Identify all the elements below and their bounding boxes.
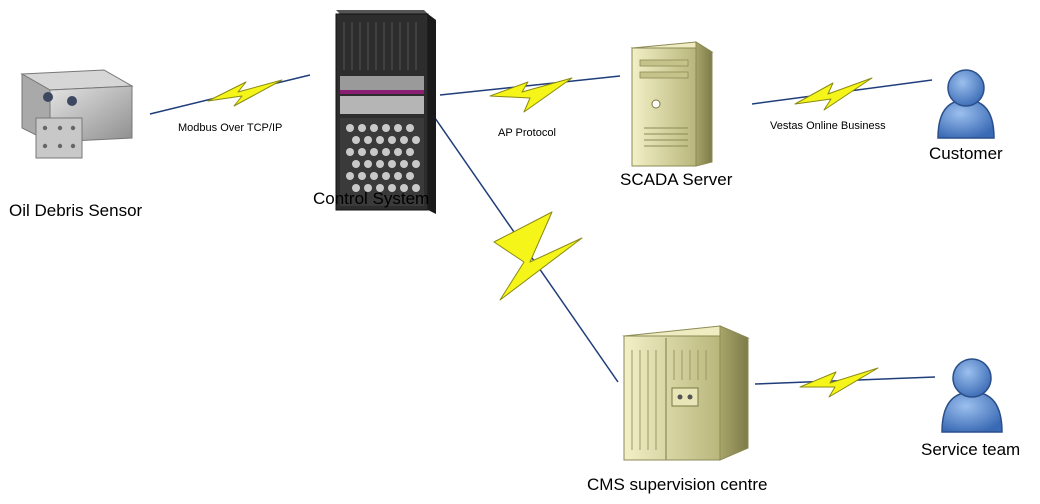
lightning-bolt-icon	[493, 211, 583, 301]
link-line-control-scada	[439, 75, 621, 96]
node-label-customer: Customer	[929, 144, 1003, 163]
node-label-scada-server: SCADA Server	[620, 170, 733, 189]
sensor-device-icon	[20, 69, 134, 159]
link-label-vestas-online-business: Vestas Online Business	[770, 120, 886, 132]
person-icon	[937, 69, 995, 139]
lightning-bolts	[207, 77, 879, 398]
node-label-control-system: Control System	[313, 189, 430, 208]
link-label-modbus: Modbus Over TCP/IP	[178, 122, 283, 134]
link-label-ap-protocol: AP Protocol	[498, 127, 556, 139]
lightning-bolt-icon	[489, 77, 573, 113]
lightning-bolt-icon	[794, 77, 873, 111]
server-cabinet-icon	[622, 325, 750, 461]
node-label-cms-supervision-centre: CMS supervision centre	[587, 475, 768, 494]
node-label-service-team: Service team	[921, 440, 1021, 459]
lightning-bolt-icon	[799, 367, 879, 398]
lightning-bolt-icon	[207, 79, 283, 107]
person-icon	[941, 358, 1003, 433]
node-label-oil-debris-sensor: Oil Debris Sensor	[9, 201, 143, 220]
controller-cabinet-icon	[335, 10, 436, 214]
server-tower-icon	[630, 41, 714, 167]
